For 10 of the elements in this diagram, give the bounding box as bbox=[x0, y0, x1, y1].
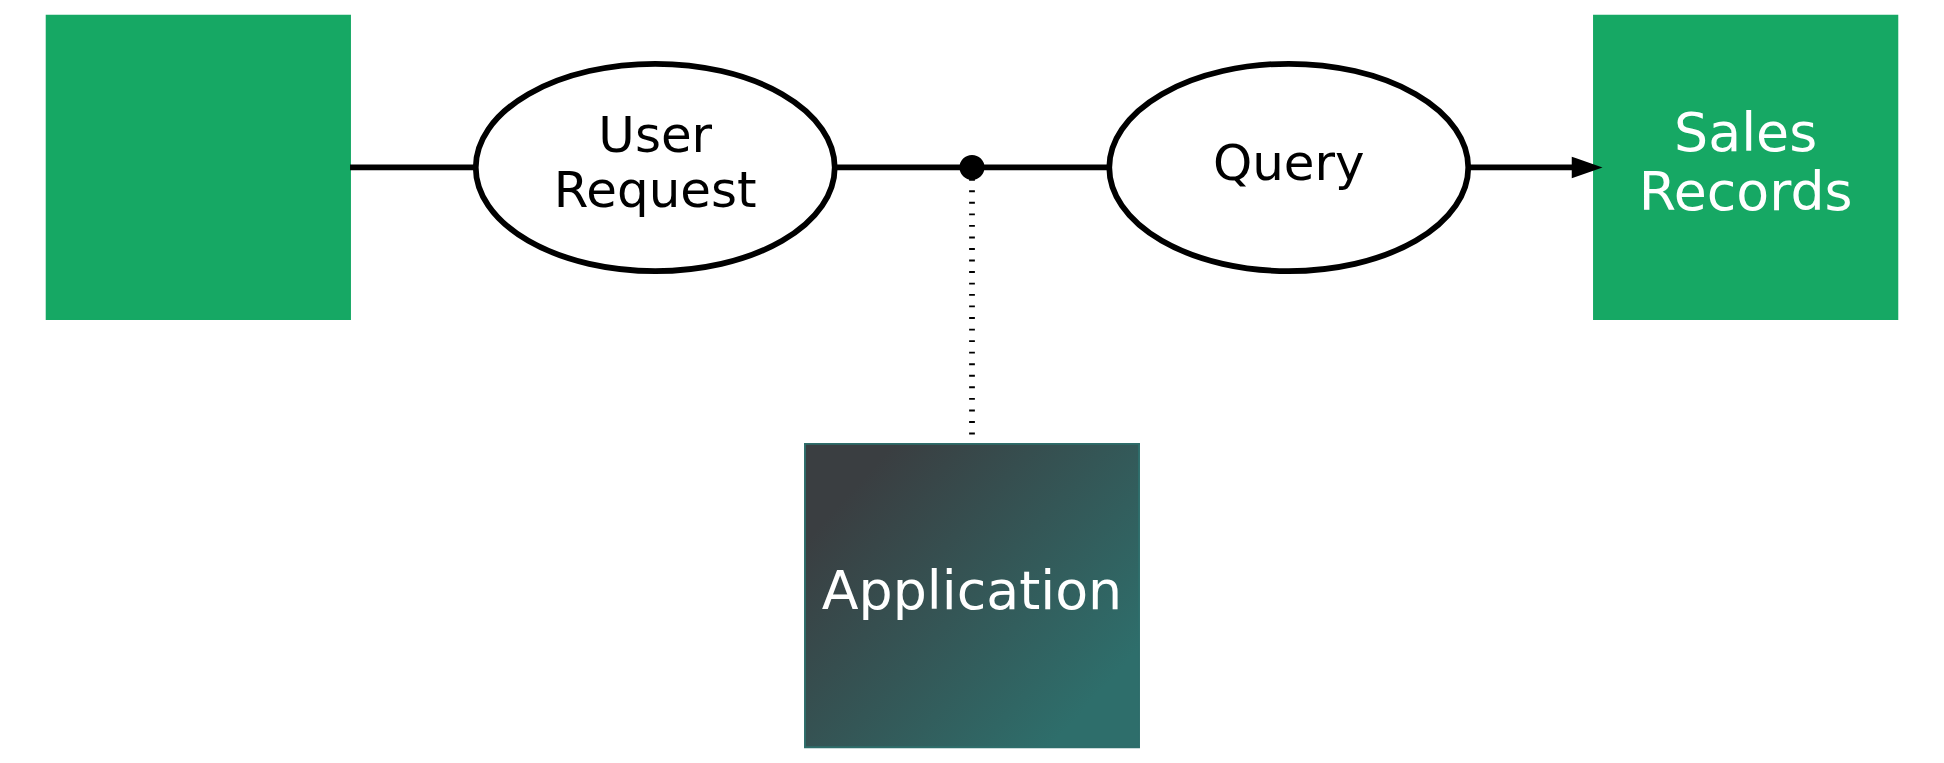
connector bbox=[835, 164, 961, 171]
arrow bbox=[1469, 156, 1603, 179]
node-circle bbox=[959, 154, 985, 180]
node-box: Sales Records bbox=[1593, 14, 1899, 321]
node-person bbox=[45, 14, 351, 321]
node-ellipse: Query bbox=[1106, 60, 1472, 274]
connector bbox=[983, 164, 1109, 171]
node-box: Application bbox=[804, 442, 1140, 749]
node-ellipse: User Request bbox=[472, 60, 838, 274]
connector bbox=[350, 164, 476, 171]
